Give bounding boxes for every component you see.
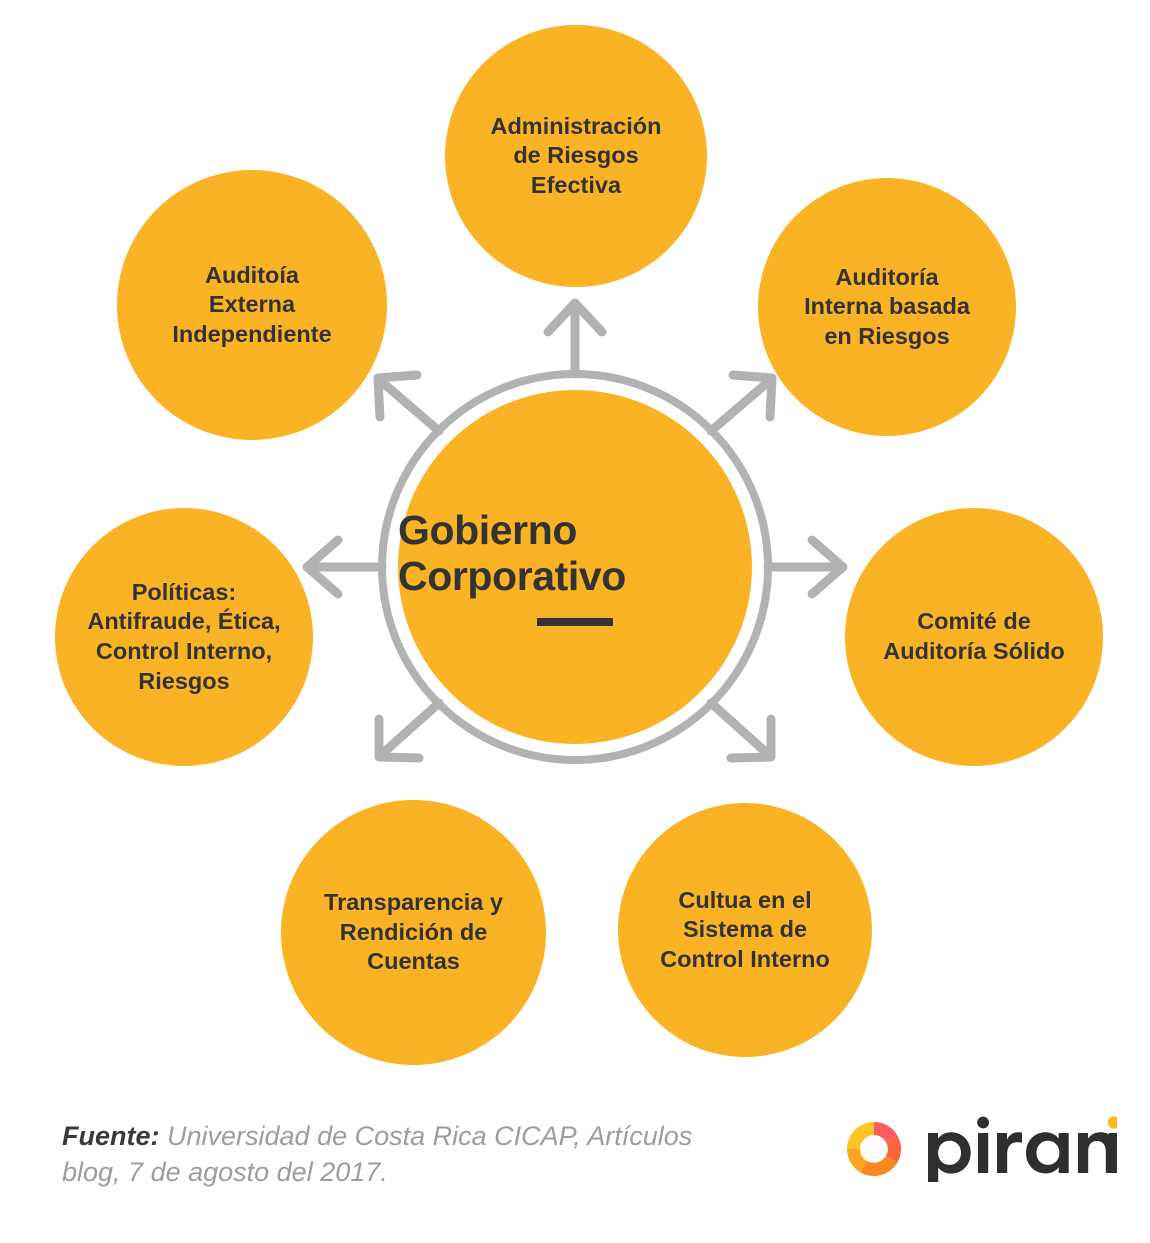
- footer: Fuente: Universidad de Costa Rica CICAP,…: [0, 1100, 1150, 1243]
- source-attribution: Fuente: Universidad de Costa Rica CICAP,…: [62, 1118, 722, 1191]
- node-label: Administración de Riesgos Efectiva: [490, 112, 662, 198]
- node-label: Comité de Auditoría Sólido: [883, 608, 1065, 664]
- hub-node-gobierno-corporativo[interactable]: Gobierno Corporativo: [398, 390, 752, 744]
- node-label: Cultua en el Sistema de Control Interno: [660, 886, 830, 972]
- node-cultua-en-el-sistema-de-control-interno[interactable]: Cultua en el Sistema de Control Interno: [618, 803, 872, 1057]
- arrow-down-right: [706, 698, 776, 763]
- node-label: Auditoía Externa Independiente: [172, 261, 332, 347]
- hub-label: Gobierno Corporativo: [398, 507, 752, 600]
- pirani-ring-icon: [847, 1122, 902, 1177]
- node-auditoia-externa-independiente[interactable]: Auditoía Externa Independiente: [117, 170, 387, 440]
- arrow-left: [302, 535, 387, 599]
- node-auditoria-interna-basada-en-riesgos[interactable]: Auditoría Interna basada en Riesgos: [758, 178, 1016, 436]
- node-transparencia-y-rendicion-de-cuentas[interactable]: Transparencia y Rendición de Cuentas: [281, 800, 546, 1065]
- pirani-logo[interactable]: [840, 1114, 1117, 1184]
- source-text: Universidad de Costa Rica CICAP, Artícul…: [62, 1121, 693, 1188]
- arrow-up-left: [373, 370, 444, 436]
- hub-underline: [537, 617, 613, 626]
- pirani-wordmark: [928, 1116, 1117, 1182]
- hub-and-spoke-diagram: Gobierno Corporativo Administración de R…: [55, 25, 1103, 1065]
- arrow-right: [763, 535, 848, 599]
- node-comite-de-auditoria-solido[interactable]: Comité de Auditoría Sólido: [845, 508, 1103, 766]
- arrow-down-left: [374, 698, 444, 763]
- hub-label-line1: Gobierno: [398, 507, 578, 554]
- arrow-up-right: [706, 370, 777, 436]
- arrow-up: [543, 298, 607, 379]
- node-label: Auditoría Interna basada en Riesgos: [804, 263, 970, 349]
- node-politicas-antifraude-etica-control-interno-riesgos[interactable]: Políticas: Antifraude, Ética, Control In…: [55, 508, 313, 766]
- node-administracion-de-riesgos-efectiva[interactable]: Administración de Riesgos Efectiva: [445, 25, 707, 287]
- hub-label-line2: Corporativo: [398, 553, 626, 599]
- node-label: Políticas: Antifraude, Ética, Control In…: [87, 578, 281, 694]
- node-label: Transparencia y Rendición de Cuentas: [324, 889, 503, 975]
- source-label: Fuente:: [62, 1121, 160, 1151]
